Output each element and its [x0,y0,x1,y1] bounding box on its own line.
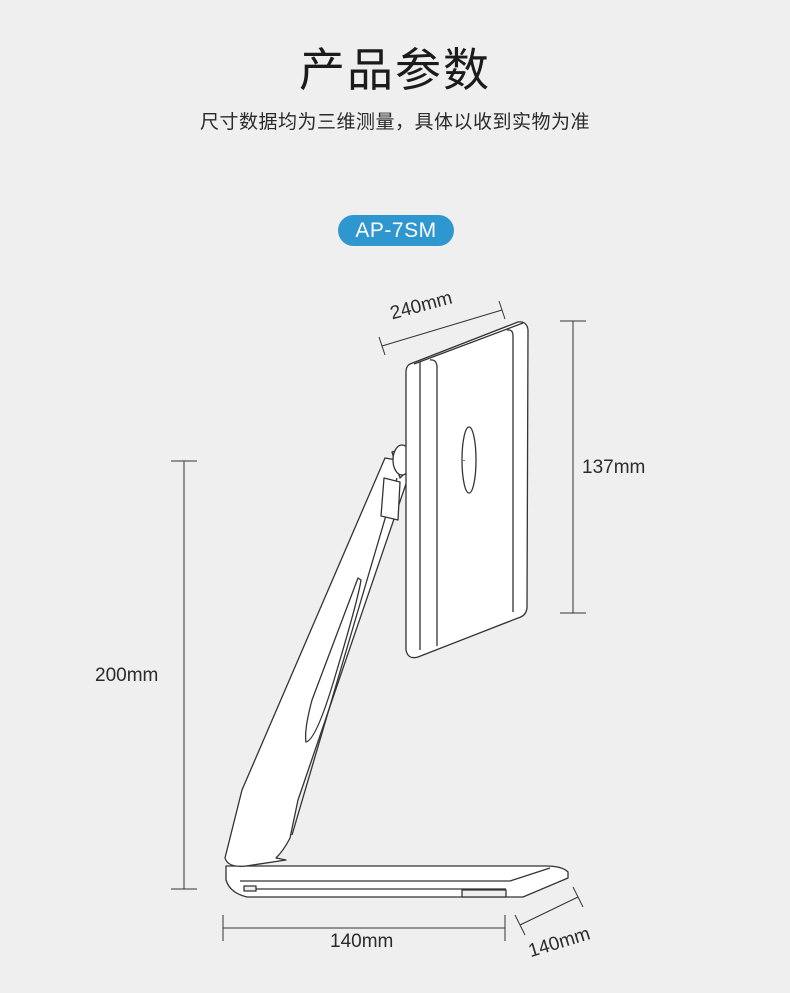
stand-arm [224,447,409,867]
dimension-lines [171,300,586,941]
total-height-label: 200mm [95,665,159,686]
page-title: 产品参数 [299,43,491,97]
base-width-label: 140mm [330,931,394,952]
page-subtitle: 尺寸数据均为三维测量，具体以收到实物为准 [199,111,590,133]
mounting-plate [405,321,529,659]
stand-base [225,865,569,898]
plate-height-label: 137mm [582,457,646,478]
model-badge: AP-7SM [338,215,454,246]
